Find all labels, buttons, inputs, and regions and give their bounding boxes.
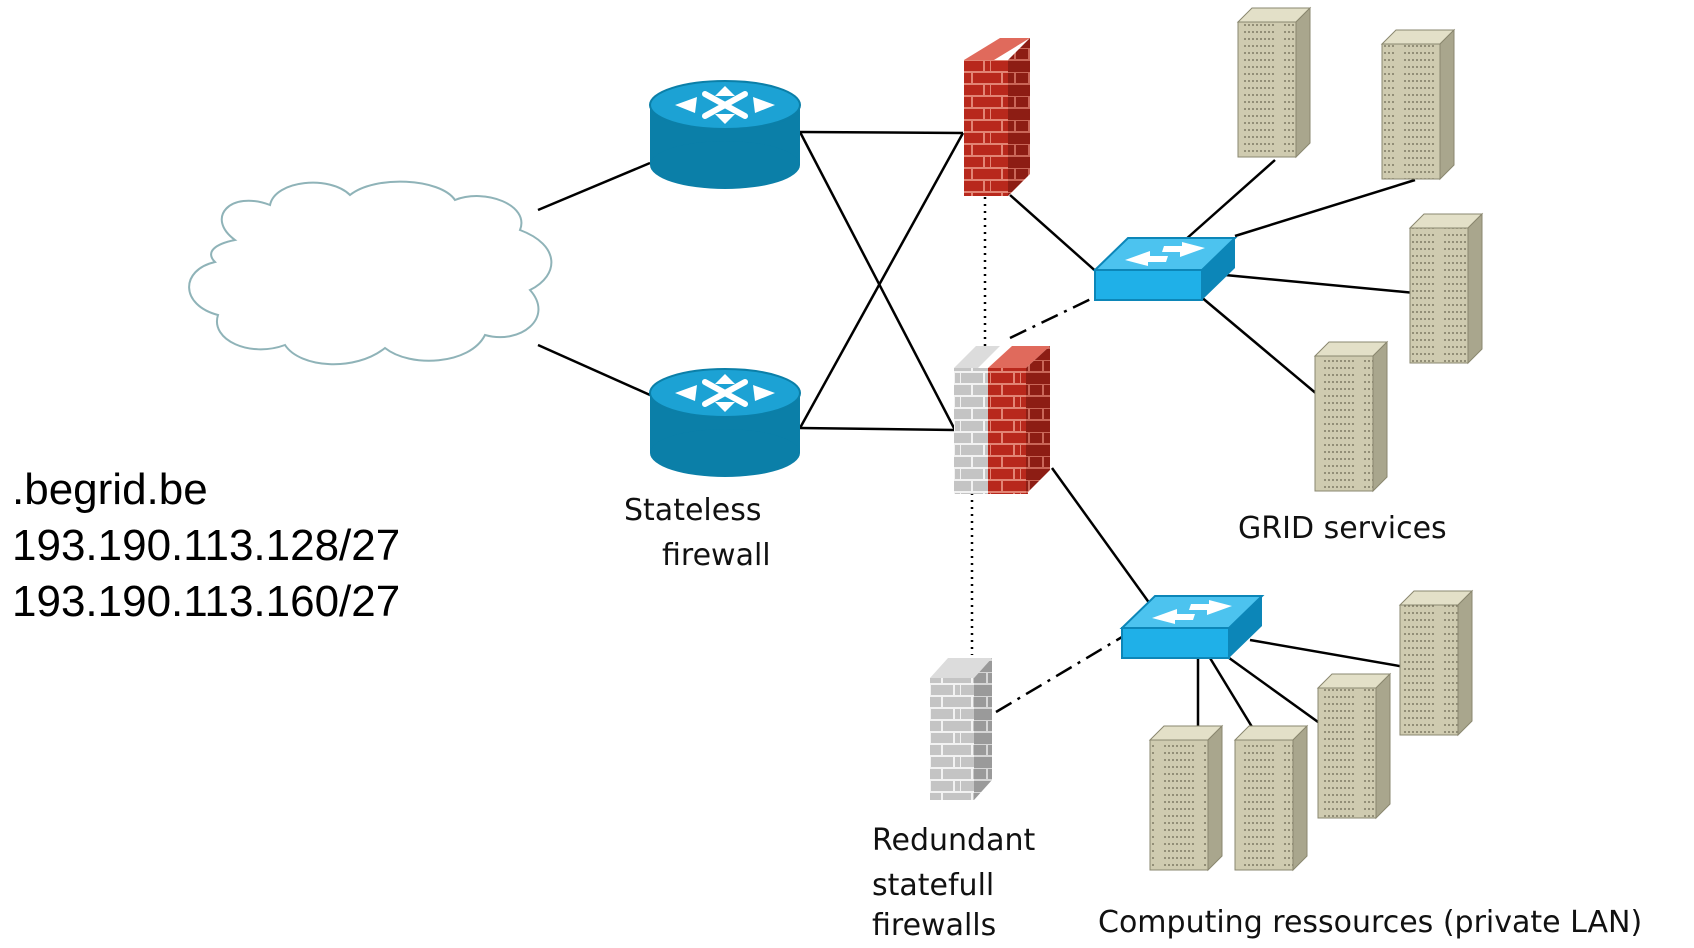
- link-switch-compute-server4: [1249, 638, 1406, 669]
- redundancy-links: [970, 197, 1123, 714]
- link-switch-grid-server3: [1224, 273, 1416, 295]
- link-switch-grid-server2: [1234, 178, 1416, 238]
- link-router-top-firewall-pair: [798, 131, 957, 431]
- compute-server-2-icon: [1316, 672, 1392, 820]
- dashdot-link-pair-switch-grid: [1009, 294, 1098, 340]
- link-router-bottom-firewall-red: [798, 132, 965, 429]
- link-switch-grid-server4: [1199, 295, 1319, 396]
- grid-server-1-icon: [1236, 6, 1312, 159]
- redundant-firewalls-label-line2: statefull: [872, 868, 995, 903]
- router-bottom-icon: [649, 368, 801, 477]
- switch-grid-icon: [1092, 237, 1238, 301]
- grid-server-4-icon: [1313, 340, 1389, 493]
- grid-server-3-icon: [1408, 212, 1484, 365]
- firewall-gray-standby-icon: [930, 658, 992, 800]
- dashdot-link-gray-switch-compute: [995, 635, 1123, 714]
- link-switch-compute-server3: [1224, 653, 1326, 729]
- link-cloud-router-bottom: [537, 343, 651, 397]
- link-firewall-red-switch-grid: [1009, 194, 1101, 276]
- link-router-top-firewall-red: [799, 130, 964, 135]
- firewall-pair-red-icon: [988, 346, 1050, 494]
- computing-resources-label: Computing ressources (private LAN): [1098, 905, 1643, 940]
- link-cloud-router-top: [537, 161, 651, 212]
- cloud-icon: [188, 180, 553, 366]
- switch-compute-icon: [1119, 595, 1265, 659]
- firewall-red-top-icon: [964, 38, 1030, 196]
- compute-server-3-icon: [1148, 724, 1224, 872]
- network-subnet-2-label: 193.190.113.160/27: [12, 577, 401, 626]
- grid-services-label: GRID services: [1238, 511, 1447, 546]
- network-domain-label: .begrid.be: [12, 465, 208, 514]
- network-subnet-1-label: 193.190.113.128/27: [12, 521, 401, 570]
- link-firewall-pair-switch-compute: [1050, 467, 1152, 605]
- servers: [1148, 6, 1484, 872]
- stateless-firewall-label-line1: Stateless: [624, 493, 762, 528]
- compute-server-1-icon: [1398, 589, 1474, 737]
- grid-server-2-icon: [1380, 28, 1456, 181]
- redundant-firewalls-label-line3: firewalls: [872, 908, 997, 943]
- firewall-pair-gray-icon: [954, 346, 1000, 494]
- compute-server-4-icon: [1233, 724, 1309, 872]
- link-router-bottom-firewall-pair: [799, 426, 956, 432]
- link-switch-grid-server1: [1184, 159, 1276, 241]
- redundant-firewalls-label-line1: Redundant: [872, 823, 1036, 858]
- stateless-firewall-label-line2: firewall: [662, 538, 771, 573]
- router-top-icon: [649, 80, 801, 189]
